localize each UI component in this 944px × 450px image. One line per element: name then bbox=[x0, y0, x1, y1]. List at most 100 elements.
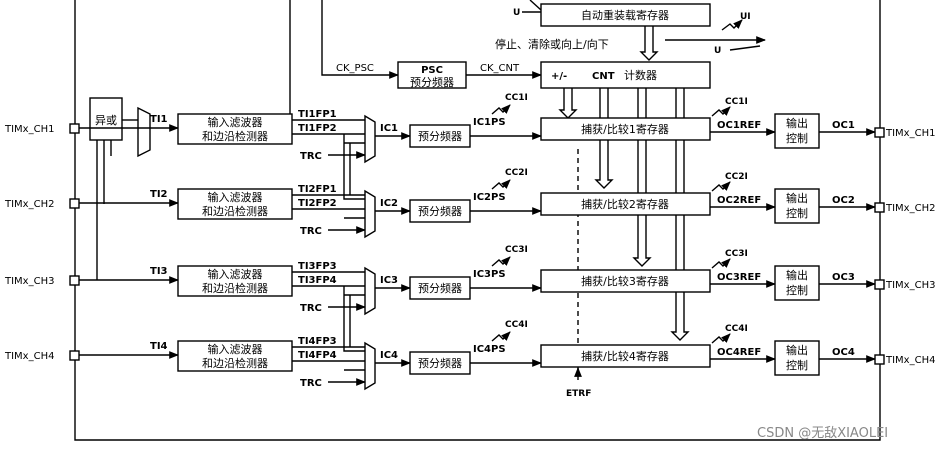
ch2-icps-label: IC2PS bbox=[473, 192, 506, 203]
ch2-ccr-register bbox=[540, 192, 711, 216]
ch4-cci-in-squiggle bbox=[491, 331, 511, 342]
ch1-input-mux bbox=[364, 114, 376, 164]
ch1-ocref-label: OC1REF bbox=[717, 120, 761, 131]
cross-link-down-2 bbox=[343, 286, 365, 352]
ch3-ic-label: IC3 bbox=[380, 275, 398, 286]
ch3-output-pin-label: TIMx_CH3 bbox=[885, 280, 935, 291]
ch3-fpb-label: TI3FP4 bbox=[298, 275, 337, 286]
cnt-bus-1 bbox=[558, 88, 578, 119]
ch2-trc-label: TRC bbox=[300, 226, 322, 237]
ch2-ocref-label: OC2REF bbox=[717, 195, 761, 206]
ch2-output-pin-label: TIMx_CH2 bbox=[885, 203, 935, 214]
reload-to-cnt-arrow bbox=[639, 26, 659, 61]
ch1-trc-label: TRC bbox=[300, 151, 322, 162]
ch4-prescaler-label: 预分频器 bbox=[418, 356, 462, 370]
xor-bus-lines bbox=[96, 140, 112, 280]
ch1-filter-line1: 输入滤波器 bbox=[208, 115, 263, 129]
ch3-cci-out-label: CC3I bbox=[725, 249, 748, 259]
auto-reload-pointer bbox=[529, 0, 542, 11]
ch2-filter-box bbox=[177, 188, 293, 220]
ch3-filter-line2: 和边沿检测器 bbox=[202, 281, 268, 295]
ch3-filter-box bbox=[177, 265, 293, 297]
ch4-ti-label: TI4 bbox=[150, 341, 168, 352]
ch4-mux-inputs bbox=[344, 346, 365, 371]
ch3-ccr-label: 捕获/比较3寄存器 bbox=[581, 274, 669, 288]
ch3-input-pin-label: TIMx_CH3 bbox=[4, 276, 54, 287]
ch4-input-pin-label: TIMx_CH4 bbox=[4, 351, 54, 362]
ch2-ccr-label: 捕获/比较2寄存器 bbox=[581, 197, 669, 211]
ch3-cci-in-label: CC3I bbox=[505, 245, 528, 255]
ch4-output-line2: 控制 bbox=[786, 358, 808, 372]
ch3-prescaler-label: 预分频器 bbox=[418, 281, 462, 295]
ch2-output-control-box bbox=[774, 188, 820, 224]
ch2-cci-out-squiggle bbox=[711, 181, 731, 192]
ch4-cci-out-label: CC4I bbox=[725, 324, 748, 334]
psc-box bbox=[397, 61, 467, 89]
ch2-cci-out-label: CC2I bbox=[725, 172, 748, 182]
ch1-cci-in-squiggle bbox=[491, 104, 511, 115]
ch3-fpa-label: TI3FP3 bbox=[298, 261, 337, 272]
xor-mux bbox=[137, 106, 151, 158]
ch2-mux-inputs bbox=[344, 194, 365, 219]
ch2-ti-label: TI2 bbox=[150, 189, 168, 200]
xor-box bbox=[89, 97, 123, 141]
ch3-cci-out-squiggle bbox=[711, 258, 731, 269]
cnt-bus-4 bbox=[670, 88, 690, 341]
cnt-bus-3 bbox=[632, 88, 652, 267]
ch4-input-pin bbox=[69, 350, 80, 361]
ch1-prescaler-label: 预分频器 bbox=[418, 129, 462, 143]
ch1-ccr-label: 捕获/比较1寄存器 bbox=[581, 122, 669, 136]
stop-clear-label: 停止、清除或向上/向下 bbox=[495, 37, 609, 51]
u-label: U bbox=[714, 46, 721, 56]
ch1-input-pin bbox=[69, 123, 80, 134]
ui-squiggle bbox=[721, 19, 743, 31]
cnt-bus-2 bbox=[594, 88, 614, 189]
ch3-input-mux bbox=[364, 266, 376, 316]
ch2-output-pin bbox=[874, 202, 885, 213]
xor-label: 异或 bbox=[95, 114, 117, 127]
ch2-input-mux bbox=[364, 189, 376, 239]
ch1-mux-inputs bbox=[344, 119, 365, 144]
ch1-output-pin bbox=[874, 127, 885, 138]
ch2-input-pin-label: TIMx_CH2 bbox=[4, 199, 54, 210]
ch1-icps-label: IC1PS bbox=[473, 117, 506, 128]
ch4-trc-label: TRC bbox=[300, 378, 322, 389]
ch1-filter-line2: 和边沿检测器 bbox=[202, 129, 268, 143]
ch3-trc-label: TRC bbox=[300, 303, 322, 314]
ch3-filter-line1: 输入滤波器 bbox=[208, 267, 263, 281]
auto-reload-register bbox=[540, 3, 711, 27]
ch2-cci-in-label: CC2I bbox=[505, 168, 528, 178]
ch4-ic-label: IC4 bbox=[380, 350, 398, 361]
ch4-ccr-label: 捕获/比较4寄存器 bbox=[581, 349, 669, 363]
cnt-counter-box bbox=[540, 61, 711, 89]
ch4-fpb-label: TI4FP4 bbox=[298, 350, 337, 361]
ch3-ti-label: TI3 bbox=[150, 266, 168, 277]
ch1-ti-label: TI1 bbox=[150, 114, 168, 125]
ch1-output-line1: 输出 bbox=[786, 116, 808, 130]
ch1-ic-label: IC1 bbox=[380, 123, 398, 134]
timer-boundary bbox=[74, 0, 881, 441]
ch4-icps-label: IC4PS bbox=[473, 344, 506, 355]
ch3-icps-label: IC3PS bbox=[473, 269, 506, 280]
cnt-sign: +/- bbox=[551, 71, 567, 82]
ch3-output-pin bbox=[874, 279, 885, 290]
ch3-cci-in-squiggle bbox=[491, 256, 511, 267]
cnt-title: CNT bbox=[592, 71, 615, 82]
ch4-cci-in-label: CC4I bbox=[505, 320, 528, 330]
ch4-output-pin-label: TIMx_CH4 bbox=[885, 355, 935, 366]
ch4-input-mux bbox=[364, 341, 376, 391]
top-feed-line-b bbox=[321, 0, 399, 79]
ch4-output-line1: 输出 bbox=[786, 343, 808, 357]
ch4-filter-line1: 输入滤波器 bbox=[208, 342, 263, 356]
ch2-fpb-label: TI2FP2 bbox=[298, 198, 337, 209]
ch1-cci-out-squiggle bbox=[711, 106, 731, 117]
ch3-output-control-box bbox=[774, 265, 820, 301]
watermark: CSDN @无敌XIAOLEI bbox=[757, 426, 888, 441]
ch1-input-pin-label: TIMx_CH1 bbox=[4, 124, 54, 135]
cnt-sub: 计数器 bbox=[624, 69, 657, 82]
ch2-oc-label: OC2 bbox=[832, 195, 855, 206]
ch2-fpa-label: TI2FP1 bbox=[298, 184, 337, 195]
ch4-cci-out-squiggle bbox=[711, 333, 731, 344]
